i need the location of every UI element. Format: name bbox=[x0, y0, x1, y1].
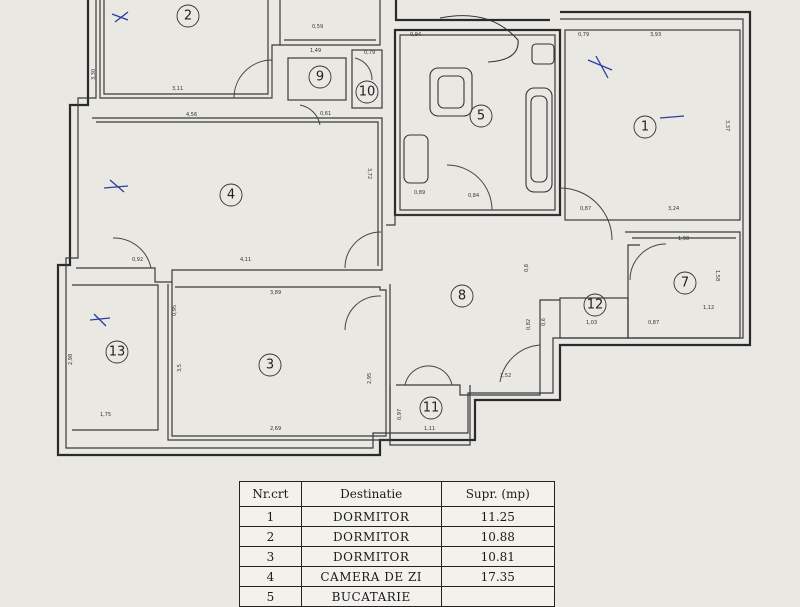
dim-misc-1: 0,95 bbox=[172, 305, 178, 316]
room-number-5: 5 bbox=[477, 109, 485, 124]
room-legend-table: Nr.crt Destinatie Supr. (mp) 1 DORMITOR … bbox=[239, 481, 555, 607]
dim-room5-bottom2: 0,89 bbox=[414, 190, 425, 196]
dim-room5-bottom: 0,84 bbox=[468, 193, 479, 199]
dim-room3-bottom: 2,69 bbox=[270, 426, 281, 432]
dim-room13-height: 2,98 bbox=[68, 354, 74, 365]
room-number-3: 3 bbox=[266, 358, 274, 373]
dim-room9-right: 0,61 bbox=[320, 111, 331, 117]
room-number-9: 9 bbox=[316, 70, 324, 85]
cell-destinatie: DORMITOR bbox=[300, 506, 442, 527]
dimension-labels: 3,93 0,79 3,37 3,24 0,87 3,11 3,30 3,89 … bbox=[68, 24, 730, 432]
room-number-2: 2 bbox=[184, 9, 192, 24]
dim-room1-height: 3,37 bbox=[724, 120, 730, 131]
dim-room8-bottom: 1,52 bbox=[500, 373, 511, 379]
dim-room10-top: 0,79 bbox=[364, 50, 375, 56]
cell-destinatie: CAMERA DE ZI bbox=[300, 566, 442, 587]
dim-room9-top: 0,59 bbox=[312, 24, 323, 30]
dim-room3-height: 3,5 bbox=[177, 364, 183, 372]
dim-room8-height: 0,8 bbox=[524, 264, 530, 272]
dim-room2-height: 3,30 bbox=[91, 69, 97, 80]
cell-suprafata bbox=[440, 586, 555, 607]
cell-destinatie: DORMITOR bbox=[300, 546, 442, 567]
dim-room5-width: 0,94 bbox=[410, 32, 421, 38]
cell-nr: 3 bbox=[239, 546, 302, 567]
room-number-8: 8 bbox=[458, 289, 466, 304]
room-number-11: 11 bbox=[423, 401, 440, 416]
pen-marks bbox=[89, 11, 685, 327]
cell-suprafata: 17.35 bbox=[440, 566, 555, 587]
dim-room7-door: 0,87 bbox=[648, 320, 659, 326]
outer-walls bbox=[56, 0, 752, 457]
dim-room7-bottom: 1,12 bbox=[703, 305, 714, 311]
table-row: 1 DORMITOR 11.25 bbox=[239, 506, 555, 527]
cell-nr: 1 bbox=[239, 506, 302, 527]
dim-room7-right: 1,58 bbox=[714, 270, 720, 281]
table-row: 3 DORMITOR 10.81 bbox=[239, 546, 555, 567]
table-row: 4 CAMERA DE ZI 17.35 bbox=[239, 566, 555, 587]
table-row: 5 BUCATARIE bbox=[239, 586, 555, 607]
dim-room4-door: 0,92 bbox=[132, 257, 143, 263]
cell-suprafata: 10.81 bbox=[440, 546, 555, 567]
dim-room3-width: 3,89 bbox=[270, 290, 281, 296]
cell-suprafata: 10.88 bbox=[440, 526, 555, 547]
dim-room2-width: 3,11 bbox=[172, 86, 183, 92]
floor-plan: 1 2 3 4 5 7 8 9 10 11 12 13 3,93 0,79 3,… bbox=[56, 0, 752, 457]
dim-room13-width: 1,75 bbox=[100, 412, 111, 418]
dim-room1-bottom2: 0,87 bbox=[580, 206, 591, 212]
header-destinatie: Destinatie bbox=[300, 481, 442, 507]
dim-room4-bottom: 4,11 bbox=[240, 257, 251, 263]
cell-destinatie: BUCATARIE bbox=[300, 586, 442, 607]
dim-room9-width: 1,49 bbox=[310, 48, 321, 54]
dim-room4-right: 3,72 bbox=[366, 168, 372, 179]
dim-room12-width: 1,03 bbox=[586, 320, 597, 326]
cell-nr: 2 bbox=[239, 526, 302, 547]
room-number-10: 10 bbox=[359, 85, 376, 100]
cell-nr: 5 bbox=[239, 586, 302, 607]
dim-room4-width: 4,56 bbox=[186, 112, 197, 118]
table-header-row: Nr.crt Destinatie Supr. (mp) bbox=[239, 481, 555, 507]
cell-destinatie: DORMITOR bbox=[300, 526, 442, 547]
dim-misc-2: 0,6 bbox=[541, 318, 547, 326]
dim-room11-height: 0,97 bbox=[397, 409, 403, 420]
dim-misc-3: 0,82 bbox=[526, 319, 532, 330]
dim-room1-width: 3,93 bbox=[650, 32, 661, 38]
room-numbers: 1 2 3 4 5 7 8 9 10 11 12 13 bbox=[105, 4, 697, 420]
dim-room3-right: 2,95 bbox=[367, 373, 373, 384]
living-furniture bbox=[403, 15, 555, 193]
room-number-13: 13 bbox=[109, 345, 126, 360]
room-number-4: 4 bbox=[227, 188, 235, 203]
cell-suprafata: 11.25 bbox=[440, 506, 555, 527]
cell-nr: 4 bbox=[239, 566, 302, 587]
room-number-1: 1 bbox=[641, 120, 649, 135]
dim-room7-width: 1,98 bbox=[678, 236, 689, 242]
dim-room1-bottom: 3,24 bbox=[668, 206, 679, 212]
dim-room11-width: 1,11 bbox=[424, 426, 435, 432]
header-suprafata: Supr. (mp) bbox=[440, 481, 555, 507]
table-row: 2 DORMITOR 10.88 bbox=[239, 526, 555, 547]
dim-room1-top: 0,79 bbox=[578, 32, 589, 38]
room-number-12: 12 bbox=[587, 298, 604, 313]
room-number-7: 7 bbox=[681, 276, 689, 291]
header-nr: Nr.crt bbox=[239, 481, 302, 507]
doors bbox=[112, 57, 667, 386]
